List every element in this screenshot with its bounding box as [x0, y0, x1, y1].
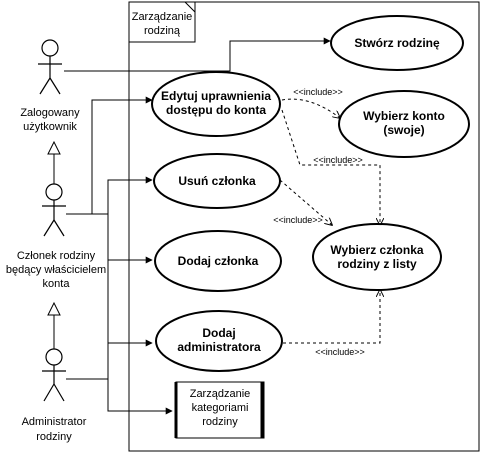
usecase-add-member[interactable]: Dodaj członka [154, 230, 282, 292]
actor-3-label-line-2: rodziny [36, 431, 72, 443]
include-label-4: <<include>> [315, 347, 365, 357]
usecase-add-admin[interactable]: Dodaj administratora [155, 310, 283, 372]
usecase-add-admin-line-1: Dodaj [202, 326, 235, 340]
usecase-select-account[interactable]: Wybierz konto (swoje) [338, 90, 470, 158]
usecase-remove-member-label: Usuń członka [178, 174, 256, 188]
actor-family-member-owner[interactable] [42, 183, 66, 237]
system-title-line-2: rodziną [144, 25, 181, 37]
include-label-2: <<include>> [313, 155, 363, 165]
usecase-add-member-label: Dodaj członka [178, 254, 259, 268]
generalization-member-to-user [47, 140, 61, 184]
actor-family-administrator[interactable] [42, 348, 66, 402]
usecase-create-family-label: Stwórz rodzinę [354, 36, 440, 50]
actor-2-label-line-1: Członek rodziny [17, 250, 96, 262]
package-family-categories[interactable]: Zarządzanie kategoriami rodziny [174, 381, 265, 439]
usecase-select-account-line-2: (swoje) [383, 123, 424, 137]
usecase-edit-permissions-line-2: dostępu do konta [166, 103, 266, 117]
include-label-1: <<include>> [293, 87, 343, 97]
package-line-3: rodziny [202, 416, 238, 428]
generalization-admin-to-member [47, 301, 61, 349]
actor-3-label-line-1: Administrator [22, 416, 87, 428]
actor-logged-in-user[interactable] [38, 39, 62, 95]
include-edit-select-member [281, 109, 380, 225]
package-line-2: kategoriami [192, 402, 249, 414]
include-edit-select-account [281, 98, 340, 118]
actor-1-label-line-2: użytkownik [23, 121, 77, 133]
assoc-admin-remove [66, 180, 109, 380]
usecase-select-member-line-2: rodziny z listy [337, 257, 417, 271]
usecase-edit-permissions[interactable]: Edytuj uprawnienia dostępu do konta [151, 71, 281, 137]
usecase-remove-member[interactable]: Usuń członka [153, 153, 281, 209]
usecase-select-member[interactable]: Wybierz członka rodziny z listy [312, 223, 442, 291]
usecase-edit-permissions-line-1: Edytuj uprawnienia [161, 89, 271, 103]
usecase-create-family[interactable]: Stwórz rodzinę [330, 15, 464, 71]
actor-2-label-line-2: będący właścicielem [6, 264, 106, 276]
actor-2-label-line-3: konta [43, 278, 71, 290]
usecase-select-member-line-1: Wybierz członka [330, 243, 423, 257]
usecase-select-account-line-1: Wybierz konto [363, 109, 445, 123]
assoc-admin-categories [107, 379, 173, 415]
package-line-1: Zarządzanie [190, 388, 251, 400]
system-title-line-1: Zarządzanie [132, 11, 193, 23]
include-addadmin-select-member [283, 290, 380, 344]
actor-1-label-line-1: Zalogowany [20, 107, 80, 119]
usecase-add-admin-line-2: administratora [177, 340, 261, 354]
include-label-3: <<include>> [273, 215, 323, 225]
assoc-user-create-family [64, 37, 331, 72]
